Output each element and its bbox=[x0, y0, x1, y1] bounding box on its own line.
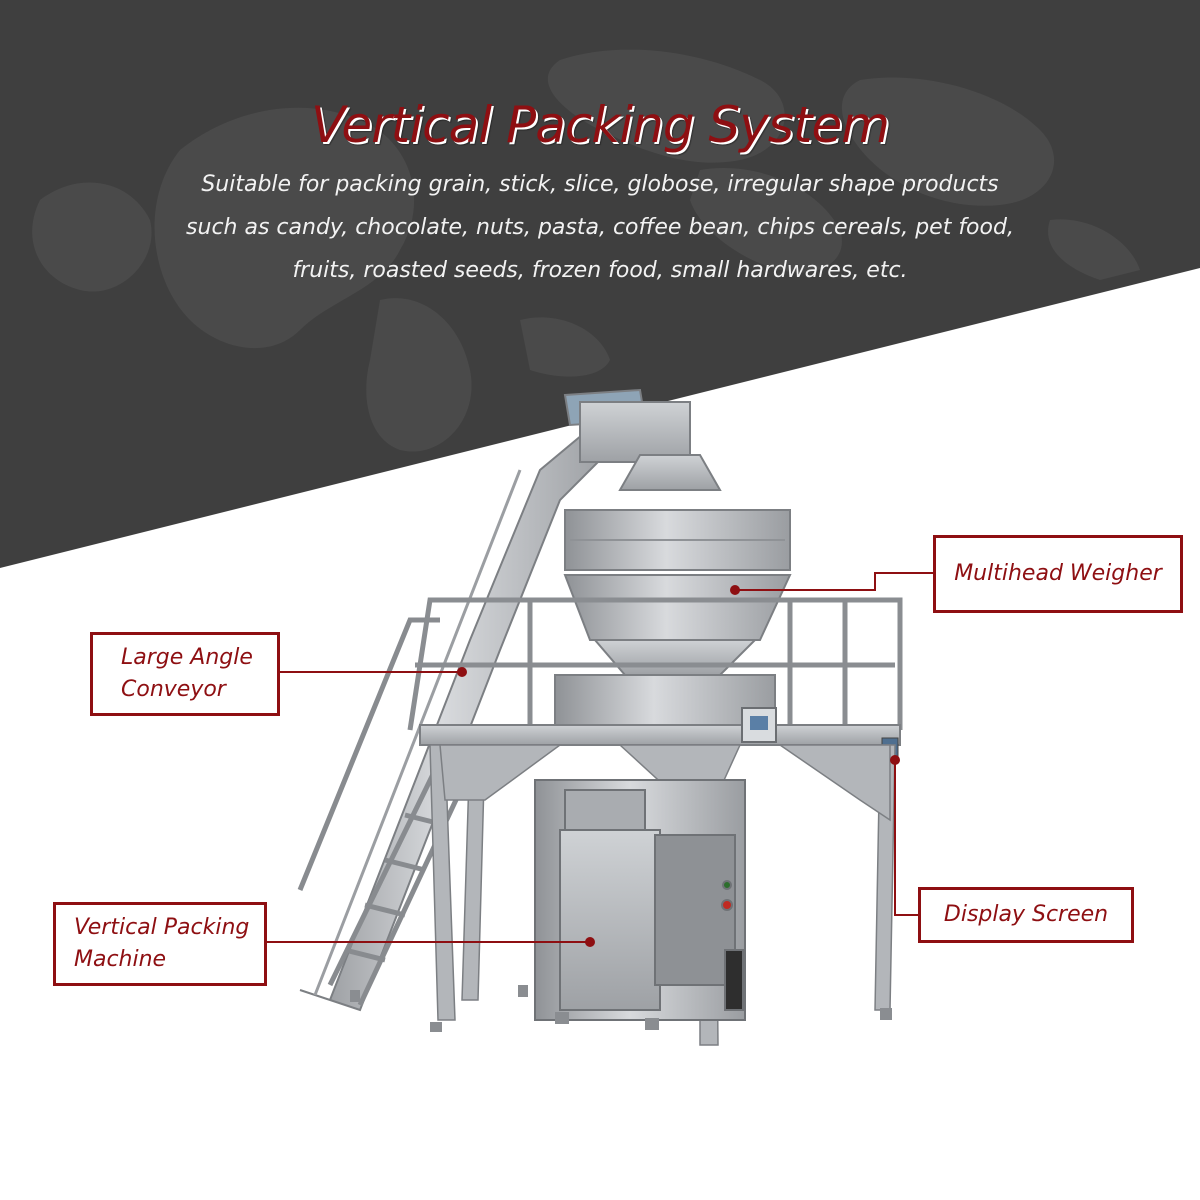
conveyor-graphic bbox=[299, 388, 691, 1012]
callout-display-screen-text: Display Screen bbox=[943, 902, 1109, 927]
callout-conveyor-line-2: Conveyor bbox=[121, 677, 226, 702]
subtitle-line-3: fruits, roasted seeds, frozen food, smal… bbox=[292, 258, 908, 283]
platform-deck bbox=[419, 724, 901, 746]
subtitle-line-1: Suitable for packing grain, stick, slice… bbox=[201, 172, 999, 197]
page-title: Vertical Packing System bbox=[311, 96, 890, 154]
callout-vertical-packing-machine: Vertical Packing Machine bbox=[53, 902, 267, 986]
subtitle-line-2: such as candy, chocolate, nuts, pasta, c… bbox=[186, 215, 1014, 240]
callout-display-screen: Display Screen bbox=[918, 887, 1134, 943]
stairs-graphic bbox=[297, 617, 473, 1007]
callout-multihead-weigher: Multihead Weigher bbox=[933, 535, 1183, 613]
packing-machine-graphic bbox=[534, 779, 746, 1021]
leader-dots bbox=[457, 585, 900, 947]
callout-conveyor-line-1: Large Angle bbox=[121, 645, 253, 670]
machine-feet bbox=[350, 985, 892, 1032]
platform-graphic bbox=[407, 597, 903, 731]
collector-hopper bbox=[554, 674, 776, 726]
callout-packing-line-2: Machine bbox=[74, 947, 167, 972]
callout-packing-line-1: Vertical Packing bbox=[74, 915, 250, 940]
leader-lines bbox=[265, 572, 935, 943]
world-map-silhouette bbox=[32, 49, 1140, 452]
callout-large-angle-conveyor: Large Angle Conveyor bbox=[90, 632, 280, 716]
multihead-weigher-graphic bbox=[563, 454, 792, 676]
callout-multihead-weigher-text: Multihead Weigher bbox=[954, 561, 1162, 586]
